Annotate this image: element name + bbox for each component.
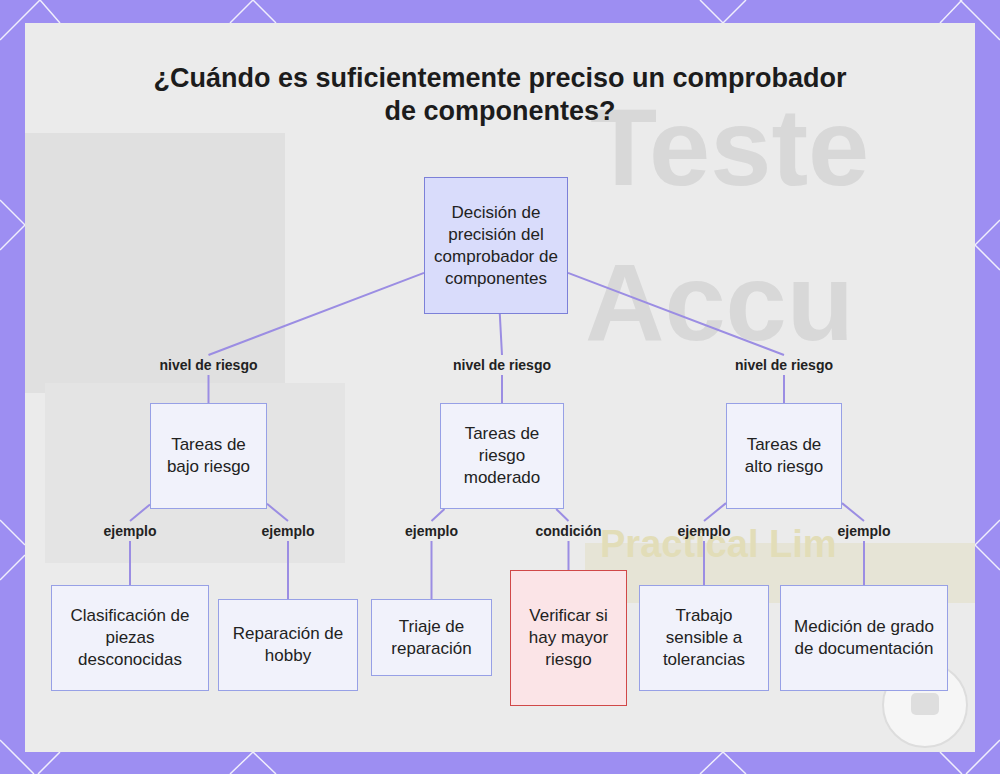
node-text-group: Trabajo sensible a tolerancias: [648, 605, 760, 671]
connector: [568, 273, 784, 403]
node-text: Clasificación de piezas desconocidas: [60, 605, 200, 671]
node-text-group: Tareas de alto riesgo: [735, 434, 833, 478]
process-box: Medición de grado de documentación: [780, 585, 948, 691]
connector: [267, 504, 288, 599]
edge-label: nivel de riesgo: [159, 357, 257, 373]
node-text: Tareas de riesgo moderado: [449, 423, 555, 489]
edge-label: nivel de riesgo: [735, 357, 833, 373]
process-box: Tareas de bajo riesgo: [150, 403, 267, 509]
node-text-group: Reparación de hobby: [227, 623, 349, 667]
condition-box: Verificar si hay mayor riesgo: [510, 570, 627, 706]
node-text: Verificar si hay mayor riesgo: [519, 605, 618, 671]
node-text-group: Decisión de precisión del comprobador de…: [433, 202, 559, 290]
node-text: Reparación de hobby: [227, 623, 349, 667]
process-box: Reparación de hobby: [218, 599, 358, 691]
node-text: Triaje de reparación: [380, 616, 483, 660]
connector: [704, 503, 726, 585]
node-text: Trabajo sensible a tolerancias: [648, 605, 760, 671]
connector: [209, 273, 425, 403]
process-box: Trabajo sensible a tolerancias: [639, 585, 769, 691]
root-box: Decisión de precisión del comprobador de…: [424, 177, 568, 314]
connector: [556, 509, 568, 570]
node-text-group: Tareas de bajo riesgo: [159, 434, 258, 478]
edge-label: ejemplo: [838, 523, 891, 539]
node-text: Tareas de alto riesgo: [735, 434, 833, 478]
watermark-text: Accu: [585, 238, 854, 365]
edge-label: nivel de riesgo: [453, 357, 551, 373]
edge-label: ejemplo: [262, 523, 315, 539]
process-box: Clasificación de piezas desconocidas: [51, 585, 209, 691]
node-text-group: Tareas de riesgo moderado: [449, 423, 555, 489]
node-text-group: Clasificación de piezas desconocidas: [60, 605, 200, 671]
edge-label: condición: [535, 523, 601, 539]
process-box: Tareas de alto riesgo: [726, 403, 842, 509]
node-text-group: Verificar si hay mayor riesgo: [519, 605, 618, 671]
diagram-title: ¿Cuándo es suficientemente preciso un co…: [150, 62, 850, 128]
edge-label: ejemplo: [104, 523, 157, 539]
process-box: Triaje de reparación: [371, 599, 492, 676]
node-text-group: Triaje de reparación: [380, 616, 483, 660]
node-text: Medición de grado de documentación: [789, 616, 939, 660]
watermark-text: Teste: [590, 83, 869, 210]
edge-label: ejemplo: [405, 523, 458, 539]
node-text: Decisión de precisión del comprobador de…: [433, 202, 559, 290]
node-text-group: Medición de grado de documentación: [789, 616, 939, 660]
edge-label: ejemplo: [678, 523, 731, 539]
connector: [432, 509, 445, 599]
node-text: Tareas de bajo riesgo: [159, 434, 258, 478]
connector: [130, 504, 150, 585]
connector: [842, 503, 864, 585]
process-box: Tareas de riesgo moderado: [440, 403, 564, 509]
